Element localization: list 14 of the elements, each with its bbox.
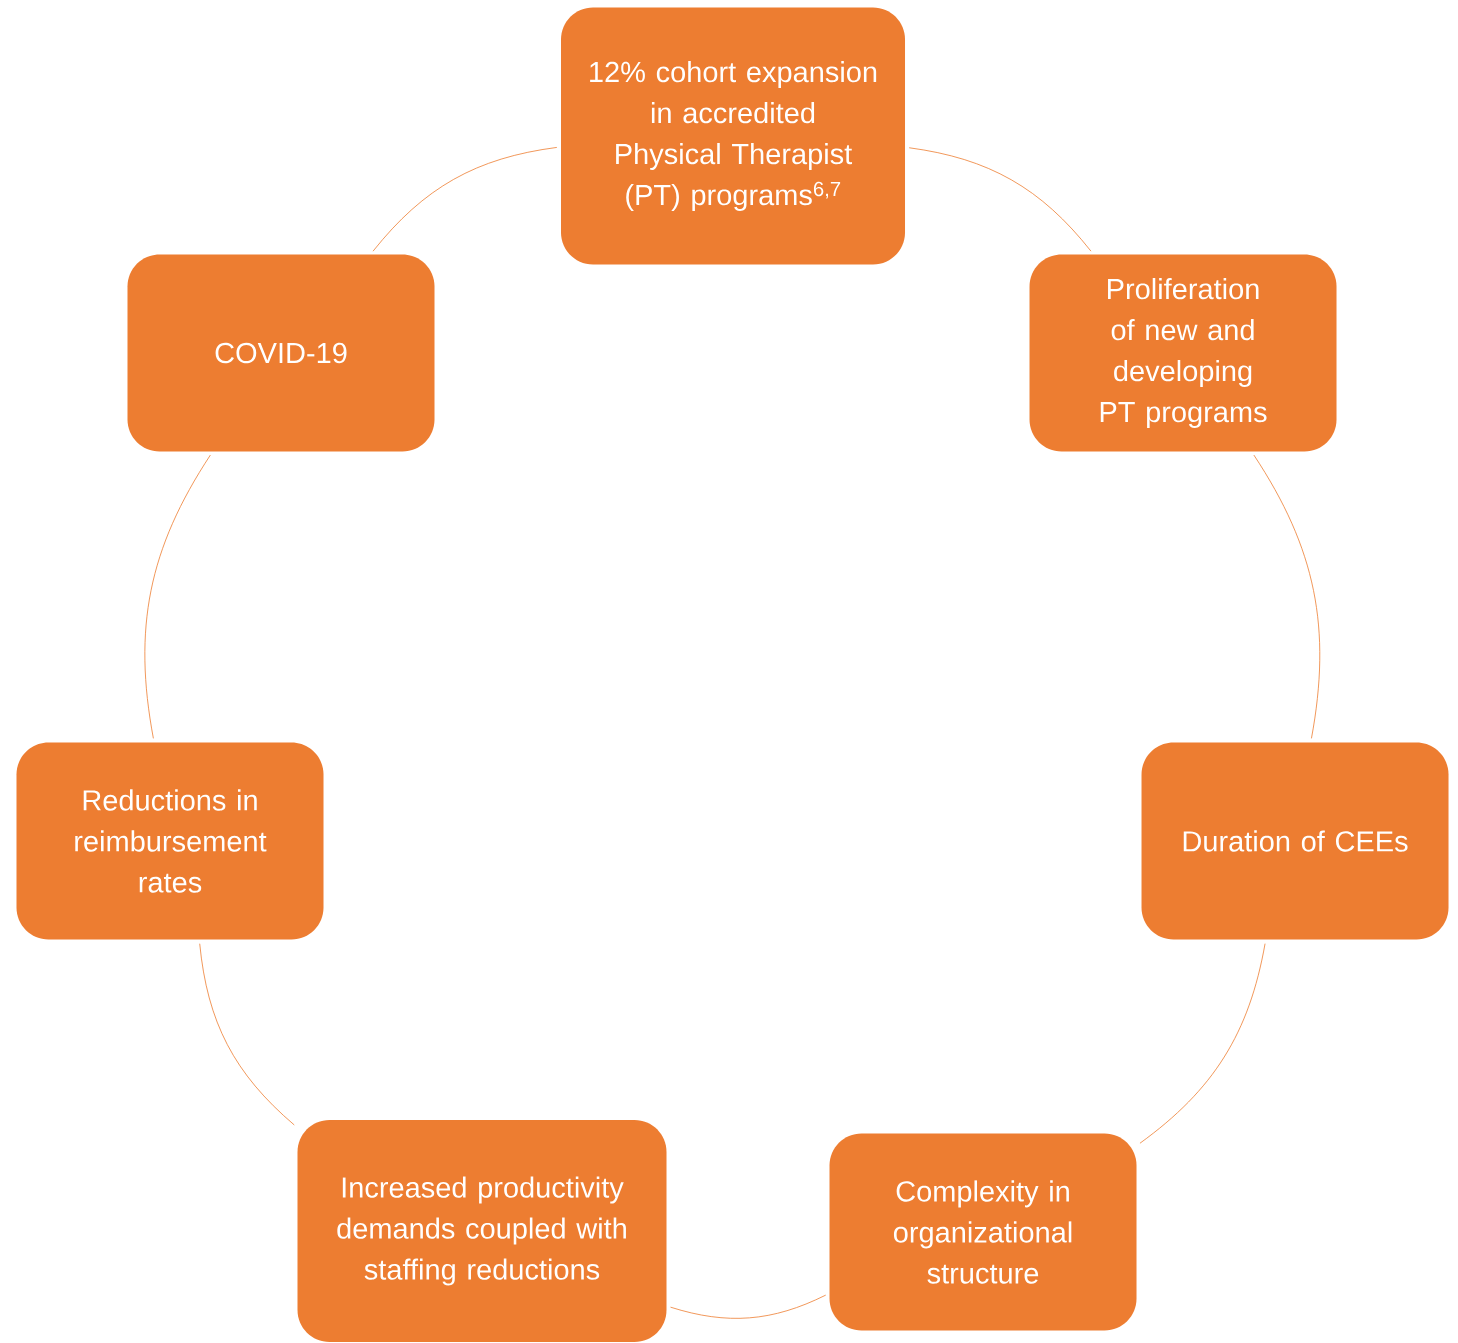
connector-arc xyxy=(1139,943,1266,1144)
connector-arc xyxy=(199,943,295,1126)
process-box: COVID-19 xyxy=(127,254,435,452)
connector-arc xyxy=(908,147,1092,252)
process-box: Reductions in reimbursement rates xyxy=(16,742,324,940)
process-box: Increased productivity demands coupled with staffing reductions xyxy=(297,1120,667,1342)
process-box: Duration of CEEs xyxy=(1141,742,1449,940)
process-box: Complexity in organizational structure xyxy=(829,1133,1137,1331)
process-box: Proliferation of new and developing PT programs xyxy=(1029,254,1337,452)
connector-arc xyxy=(1253,454,1321,739)
connector-arc xyxy=(372,147,558,252)
connector-arc xyxy=(144,454,211,739)
process-box: 12% cohort expansion in accredited Physical Therapist (PT) programs$^{6,7}$ xyxy=(561,7,905,265)
connector-arc xyxy=(670,1294,827,1319)
